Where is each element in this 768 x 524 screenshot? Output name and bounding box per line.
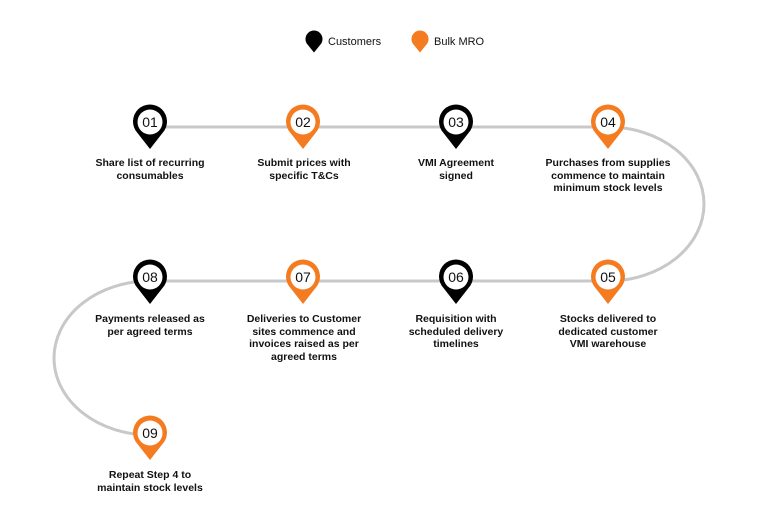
- step-label-line: VMI warehouse: [569, 338, 647, 350]
- legend-customers: Customers: [305, 30, 381, 53]
- step-08-pin: 08: [133, 259, 167, 304]
- step-label-line: Submit prices with: [257, 157, 351, 169]
- step-label-line: timelines: [433, 338, 479, 350]
- pin-inner-circle: [595, 109, 621, 135]
- step-number: 03: [448, 114, 464, 130]
- step-label-line: Requisition with: [415, 313, 497, 325]
- step-number: 07: [295, 269, 311, 285]
- step-label-line: VMI Agreement: [417, 157, 495, 169]
- pin-inner-circle: [290, 109, 316, 135]
- step-label-line: specific T&Cs: [269, 169, 339, 182]
- step-number: 09: [142, 425, 158, 441]
- step-number: 04: [600, 114, 616, 130]
- step-label-line: Repeat Step 4 to: [108, 469, 192, 481]
- pin-inner-circle: [137, 264, 163, 290]
- step-number: 06: [448, 269, 464, 285]
- step-label-line: dedicated customer: [558, 325, 658, 338]
- step-number: 05: [600, 269, 616, 285]
- pin-inner-circle: [290, 264, 316, 290]
- step-09-pin: 09: [133, 415, 167, 460]
- step-label-line: Purchases from supplies: [545, 157, 671, 169]
- step-label-line: agreed terms: [271, 350, 337, 363]
- step-number: 02: [295, 114, 311, 130]
- step-label-line: commence to maintain: [551, 169, 665, 182]
- step-05-pin: 05: [591, 259, 625, 304]
- pin-inner-circle: [137, 420, 163, 446]
- step-number: 08: [142, 269, 158, 285]
- pin-inner-circle: [137, 109, 163, 135]
- step-label-line: sites commence and: [252, 325, 356, 338]
- map-pin-icon: [411, 30, 429, 53]
- step-label-line: Stocks delivered to: [559, 313, 657, 325]
- step-label-line: signed: [439, 169, 473, 182]
- legend-customers-label: Customers: [328, 35, 382, 48]
- step-04-pin: 04: [591, 104, 625, 149]
- step-03-pin: 03: [439, 104, 473, 149]
- step-label-line: maintain stock levels: [97, 481, 203, 494]
- step-01-pin: 01: [133, 104, 167, 149]
- step-07-pin: 07: [286, 259, 320, 304]
- step-label-line: Payments released as: [95, 313, 205, 325]
- map-pin-icon: [305, 30, 323, 53]
- step-label-line: per agreed terms: [107, 325, 193, 338]
- legend-bulk-mro: Bulk MRO: [411, 30, 484, 53]
- step-label-line: scheduled delivery: [408, 325, 504, 338]
- pin-inner-circle: [443, 109, 469, 135]
- step-02-pin: 02: [286, 104, 320, 149]
- step-label-line: Deliveries to Customer: [246, 313, 362, 325]
- step-label-line: invoices raised as per: [249, 338, 359, 350]
- step-label-line: consumables: [116, 169, 184, 182]
- pin-inner-circle: [595, 264, 621, 290]
- step-label-line: minimum stock levels: [553, 182, 663, 194]
- legend-bulk-mro-label: Bulk MRO: [434, 35, 485, 48]
- step-label-line: Share list of recurring: [95, 157, 205, 169]
- pin-inner-circle: [443, 264, 469, 290]
- step-06-pin: 06: [439, 259, 473, 304]
- step-number: 01: [142, 114, 158, 130]
